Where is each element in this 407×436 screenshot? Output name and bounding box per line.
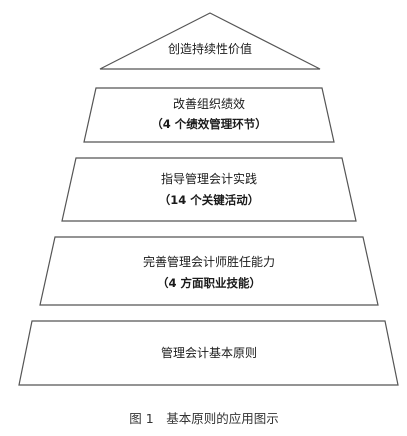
pyramid-level-4: 完善管理会计师胜任能力 （4 方面职业技能） bbox=[39, 236, 379, 306]
level-2-title: 改善组织绩效 bbox=[173, 96, 245, 111]
level-4-title: 完善管理会计师胜任能力 bbox=[143, 254, 275, 269]
pyramid-level-5: 管理会计基本原则 bbox=[18, 320, 399, 386]
figure-caption: 图 1 基本原则的应用图示 bbox=[129, 411, 278, 426]
level-2-subtitle: （4 个绩效管理环节） bbox=[151, 117, 267, 131]
pyramid-level-3: 指导管理会计实践 （14 个关键活动） bbox=[61, 157, 357, 222]
level-1-title: 创造持续性价值 bbox=[168, 41, 252, 56]
level-5-title: 管理会计基本原则 bbox=[161, 345, 257, 360]
level-3-title: 指导管理会计实践 bbox=[161, 171, 257, 186]
pyramid-level-2: 改善组织绩效 （4 个绩效管理环节） bbox=[83, 87, 335, 143]
level-3-subtitle: （14 个关键活动） bbox=[159, 193, 260, 207]
level-4-subtitle: （4 方面职业技能） bbox=[157, 276, 261, 290]
pyramid-level-1: 创造持续性价值 bbox=[99, 12, 321, 70]
